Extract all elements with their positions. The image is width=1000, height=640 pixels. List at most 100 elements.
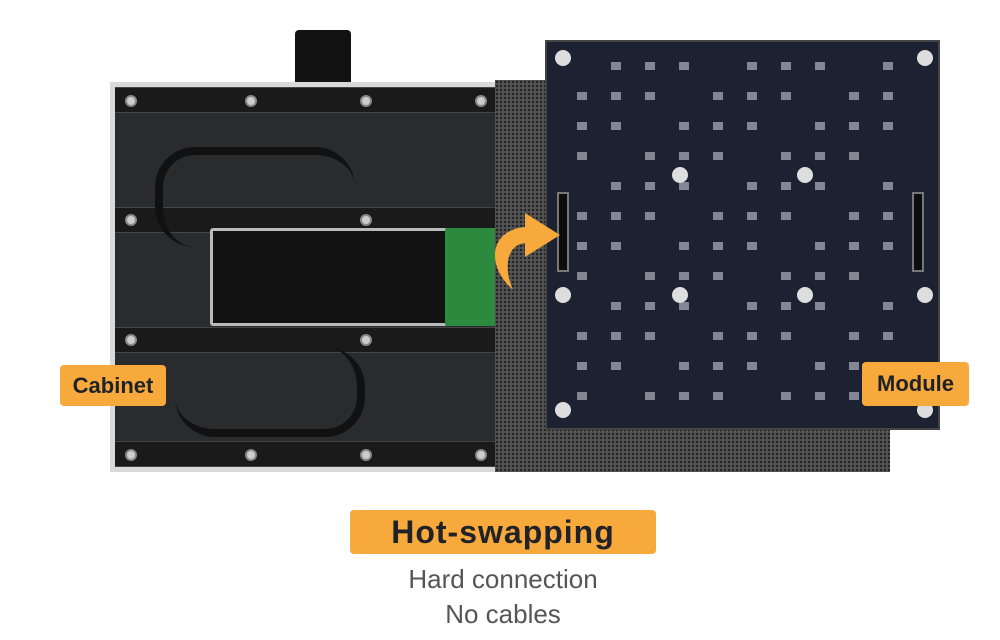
rail (115, 87, 500, 113)
chip (849, 92, 859, 100)
chip (645, 182, 655, 190)
cable (175, 347, 365, 437)
rail (115, 327, 500, 353)
chip (611, 212, 621, 220)
chip (679, 272, 689, 280)
chip (611, 302, 621, 310)
chip (849, 122, 859, 130)
chip (815, 362, 825, 370)
screw (672, 167, 688, 183)
feature-text: Hard connection (408, 564, 598, 594)
chip (747, 332, 757, 340)
chip (781, 92, 791, 100)
chip (611, 362, 621, 370)
chip (781, 62, 791, 70)
screw (797, 287, 813, 303)
chip (645, 332, 655, 340)
chip (747, 182, 757, 190)
chip (713, 272, 723, 280)
screw (360, 95, 372, 107)
chip (747, 212, 757, 220)
screw (125, 449, 137, 461)
chip (611, 62, 621, 70)
screw (245, 449, 257, 461)
chip (577, 122, 587, 130)
chip (645, 92, 655, 100)
chip (679, 182, 689, 190)
power-connector (295, 30, 351, 86)
chip (883, 182, 893, 190)
chip (645, 62, 655, 70)
chip (849, 272, 859, 280)
chip (679, 152, 689, 160)
screw (125, 95, 137, 107)
chip (611, 92, 621, 100)
chip (849, 212, 859, 220)
chip (815, 272, 825, 280)
chip (883, 302, 893, 310)
chip (815, 302, 825, 310)
rail (115, 441, 500, 467)
chip (645, 272, 655, 280)
screw (475, 95, 487, 107)
module-label: Module (862, 362, 969, 406)
chip (611, 332, 621, 340)
headline-badge: Hot-swapping (350, 510, 656, 554)
chip (679, 302, 689, 310)
chip (577, 332, 587, 340)
chip (747, 122, 757, 130)
chip (781, 392, 791, 400)
cabinet-label: Cabinet (60, 365, 166, 406)
screw (125, 214, 137, 226)
chip (849, 392, 859, 400)
chip (577, 152, 587, 160)
chip (577, 392, 587, 400)
chip (747, 362, 757, 370)
chip (713, 362, 723, 370)
chip (849, 332, 859, 340)
chip (679, 62, 689, 70)
screw (475, 449, 487, 461)
chip (645, 392, 655, 400)
module-connector (557, 192, 569, 272)
chip (679, 122, 689, 130)
chip (781, 272, 791, 280)
chip (781, 182, 791, 190)
chip (577, 92, 587, 100)
chip (747, 92, 757, 100)
screw (555, 402, 571, 418)
chip (883, 122, 893, 130)
screw (917, 50, 933, 66)
chip (679, 362, 689, 370)
screw (245, 95, 257, 107)
chip (645, 152, 655, 160)
chip (849, 362, 859, 370)
chip (713, 392, 723, 400)
chip (815, 122, 825, 130)
screw (360, 214, 372, 226)
chip (645, 212, 655, 220)
chip (883, 242, 893, 250)
screw (797, 167, 813, 183)
module-connector (912, 192, 924, 272)
chip (883, 332, 893, 340)
screw (360, 449, 372, 461)
chip (577, 272, 587, 280)
chip (815, 152, 825, 160)
chip (849, 242, 859, 250)
power-supply (210, 228, 450, 326)
chip (577, 362, 587, 370)
chip (747, 62, 757, 70)
screw (672, 287, 688, 303)
chip (645, 302, 655, 310)
chip (815, 182, 825, 190)
chip (781, 212, 791, 220)
chip (883, 212, 893, 220)
chip (611, 182, 621, 190)
chip (747, 242, 757, 250)
screw (360, 334, 372, 346)
receiving-card (445, 228, 497, 326)
chip (713, 122, 723, 130)
chip (815, 62, 825, 70)
chip (883, 62, 893, 70)
